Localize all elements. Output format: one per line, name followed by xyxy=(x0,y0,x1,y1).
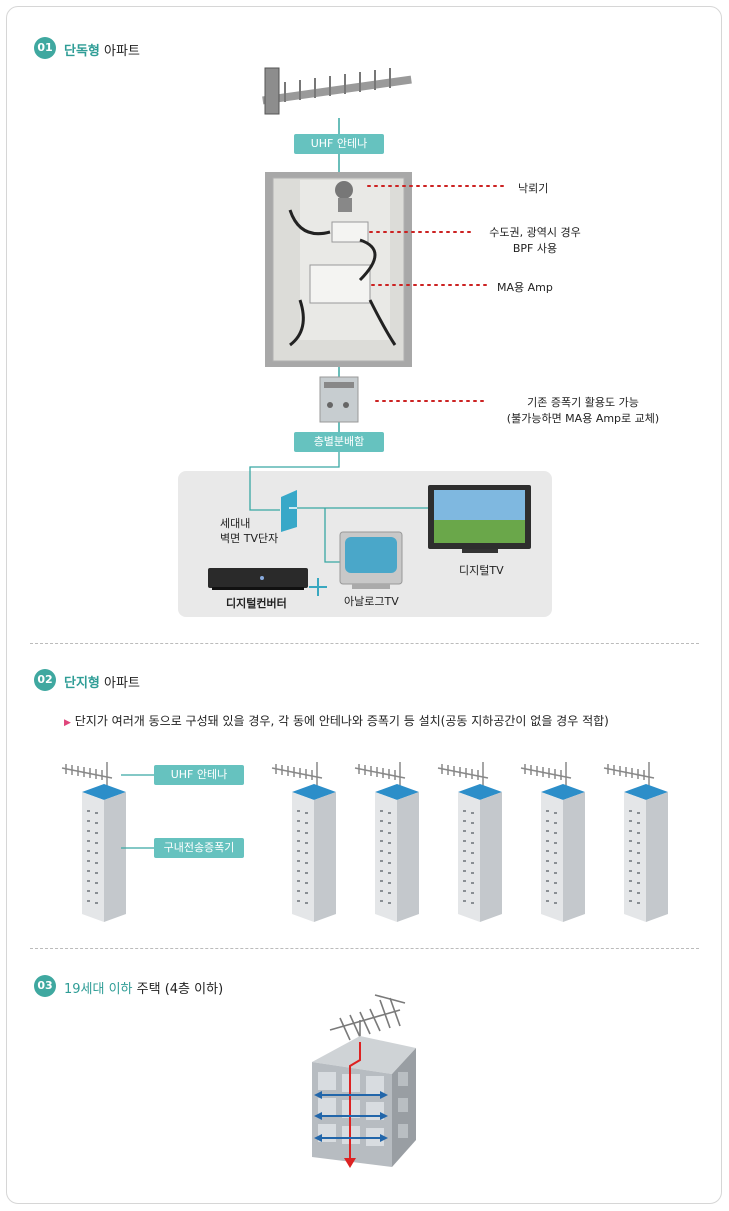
in-building-amp-label-box: 구내전송증폭기 xyxy=(154,838,244,858)
building-windows xyxy=(463,810,474,904)
existing-amp-image xyxy=(319,376,359,423)
analog-tv-label: 아날로그TV xyxy=(344,595,399,608)
digital-tv-label: 디지털TV xyxy=(459,564,504,577)
analog-tv-image xyxy=(339,531,403,589)
ma-amp-label: MA용 Amp xyxy=(497,281,553,294)
building-windows xyxy=(629,810,640,904)
section-2-description-text: 단지가 여러개 동으로 구성돼 있을 경우, 각 동에 안테나와 증폭기 등 설… xyxy=(74,714,609,728)
section-2-description: ▶ 단지가 여러개 동으로 구성돼 있을 경우, 각 동에 안테나와 증폭기 등… xyxy=(64,712,609,729)
building-windows xyxy=(546,810,557,904)
bullet-arrow-icon: ▶ xyxy=(64,718,71,728)
section-2-title-rest: 아파트 xyxy=(104,676,140,691)
bpf-label-line2: BPF 사용 xyxy=(512,242,558,255)
bpf-label: 수도권, 광역시 경우 BPF 사용 xyxy=(480,224,590,256)
floor-distribution-box-label: 층별분배함 xyxy=(294,432,384,452)
section-2-title: 단지형 아파트 xyxy=(64,672,140,691)
existing-amp-label-line2: (불가능하면 MA용 Amp로 교체) xyxy=(506,412,660,425)
section-3-title-highlight: 19세대 이하 xyxy=(64,982,133,997)
section-2-badge: 02 xyxy=(34,669,56,691)
digital-converter-label: 디지털컨버터 xyxy=(226,597,287,610)
section-1-title-rest: 아파트 xyxy=(104,44,140,59)
distribution-cabinet-image xyxy=(265,172,412,367)
section-3-title: 19세대 이하 주택 (4층 이하) xyxy=(64,978,223,997)
apartment-building xyxy=(271,762,336,922)
digital-tv-image xyxy=(428,485,531,553)
uhf-antenna-label-box-2: UHF 안테나 xyxy=(154,765,244,785)
wall-outlet-icon xyxy=(281,490,297,532)
section-1-badge: 01 xyxy=(34,37,56,59)
apartment-building xyxy=(603,762,668,922)
section-1-title-highlight: 단독형 xyxy=(64,44,100,59)
section-divider-1 xyxy=(30,643,699,644)
apartment-building xyxy=(437,762,502,922)
bpf-label-line1: 수도권, 광역시 경우 xyxy=(489,226,581,239)
apartment-building xyxy=(61,762,126,922)
section-3-title-rest: 주택 (4층 이하) xyxy=(136,982,224,997)
building-label-leaders xyxy=(121,774,154,849)
buildings-group xyxy=(61,762,668,922)
existing-amp-label-line1: 기존 증폭기 활용도 가능 xyxy=(527,396,639,409)
antenna-image-1 xyxy=(262,67,412,115)
building-antenna-icon xyxy=(271,762,323,792)
building-windows xyxy=(297,810,308,904)
floor-distribution-arrows xyxy=(314,1091,388,1142)
building-antenna-icon xyxy=(520,762,572,792)
callout-leaders xyxy=(367,185,509,402)
signal-path-red xyxy=(344,1042,361,1168)
uhf-antenna-label-box: UHF 안테나 xyxy=(294,134,384,154)
wall-tv-outlet-line1: 세대내 xyxy=(220,517,251,530)
wall-tv-outlet-label: 세대내 벽면 TV단자 xyxy=(220,516,278,546)
building-windows xyxy=(380,810,391,904)
section-1-title: 단독형 아파트 xyxy=(64,40,140,59)
apartment-building xyxy=(354,762,419,922)
apartment-building xyxy=(520,762,585,922)
digital-converter-image xyxy=(208,568,308,590)
wall-tv-outlet-line2: 벽면 TV단자 xyxy=(220,532,279,545)
section-2-title-highlight: 단지형 xyxy=(64,676,100,691)
lightning-arrester-label: 낙뢰기 xyxy=(518,182,549,195)
plus-icon xyxy=(309,578,327,596)
section-divider-2 xyxy=(30,948,699,949)
house-building-image xyxy=(312,994,416,1167)
existing-amp-label: 기존 증폭기 활용도 가능 (불가능하면 MA용 Amp로 교체) xyxy=(492,394,674,426)
building-windows xyxy=(87,810,98,904)
section-3-badge: 03 xyxy=(34,975,56,997)
